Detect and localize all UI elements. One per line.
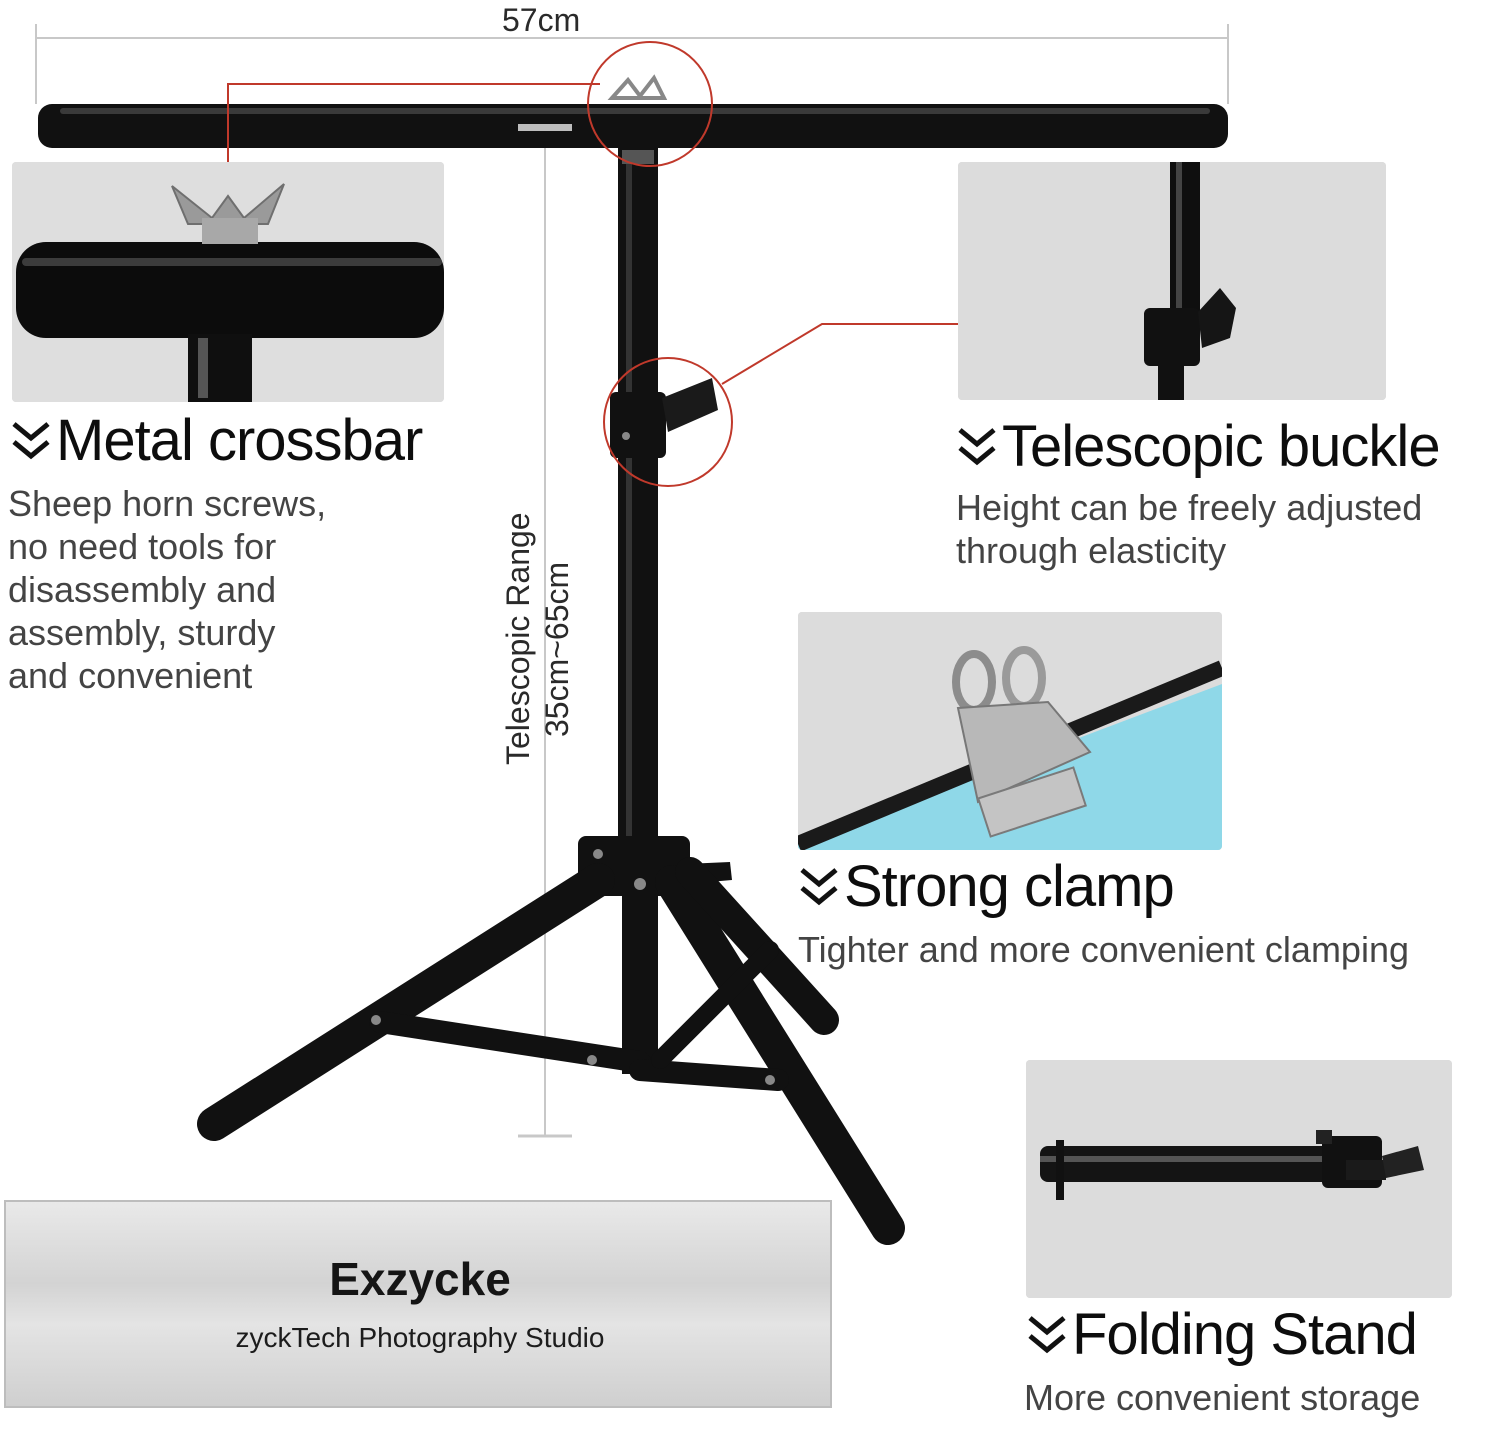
crossbar-desc-line: no need tools for (8, 526, 277, 567)
buckle-detail-image (958, 162, 1386, 400)
crossbar-desc-line: assembly, sturdy (8, 612, 276, 653)
crossbar (38, 104, 1228, 148)
buckle-title: Telescopic buckle (1002, 414, 1441, 479)
crossbar-heading: Metal crossbar (10, 408, 423, 473)
crossbar-desc-line: Sheep horn screws, (8, 483, 327, 524)
folding-detail-image (1026, 1060, 1452, 1298)
brand-subtitle: zyckTech Photography Studio (235, 1322, 605, 1353)
buckle-heading: Telescopic buckle (956, 414, 1441, 479)
double-chevron-down-icon (1026, 1312, 1068, 1358)
crossbar-desc-line: and convenient (8, 655, 253, 696)
double-chevron-down-icon (10, 418, 52, 464)
folding-desc-line: More convenient storage (1024, 1377, 1421, 1418)
callout-circle-buckle (603, 357, 733, 487)
buckle-desc-line: Height can be freely adjusted (956, 487, 1423, 528)
crossbar-desc-line: disassembly and (8, 569, 277, 610)
callout-circle-crossbar (587, 41, 713, 167)
buckle-desc-line: through elasticity (956, 530, 1227, 571)
buckle-detail-panel (958, 162, 1386, 400)
clamp-title: Strong clamp (844, 854, 1175, 919)
double-chevron-down-icon (956, 424, 998, 470)
brand-name: Exzycke (329, 1253, 511, 1305)
brand-plate: Exzycke zyckTech Photography Studio (4, 1200, 832, 1408)
crossbar-description: Sheep horn screws, no need tools for dis… (8, 482, 408, 697)
folding-description: More convenient storage (1024, 1376, 1494, 1419)
crossbar-title: Metal crossbar (56, 408, 423, 473)
folding-heading: Folding Stand (1026, 1302, 1418, 1367)
crossbar-detail-image (12, 162, 444, 402)
folding-detail-panel (1026, 1060, 1452, 1298)
clamp-heading: Strong clamp (798, 854, 1175, 919)
clamp-description: Tighter and more convenient clamping (798, 928, 1498, 971)
buckle-description: Height can be freely adjusted through el… (956, 486, 1496, 572)
crossbar-detail-panel (12, 162, 444, 402)
width-label: 57cm (502, 2, 581, 38)
clamp-detail-image (798, 612, 1222, 850)
clamp-detail-panel (798, 612, 1222, 850)
folding-title: Folding Stand (1072, 1302, 1418, 1367)
clamp-desc-line: Tighter and more convenient clamping (798, 929, 1409, 970)
double-chevron-down-icon (798, 864, 840, 910)
center-pole (618, 148, 658, 848)
callout-line-crossbar (227, 83, 600, 200)
